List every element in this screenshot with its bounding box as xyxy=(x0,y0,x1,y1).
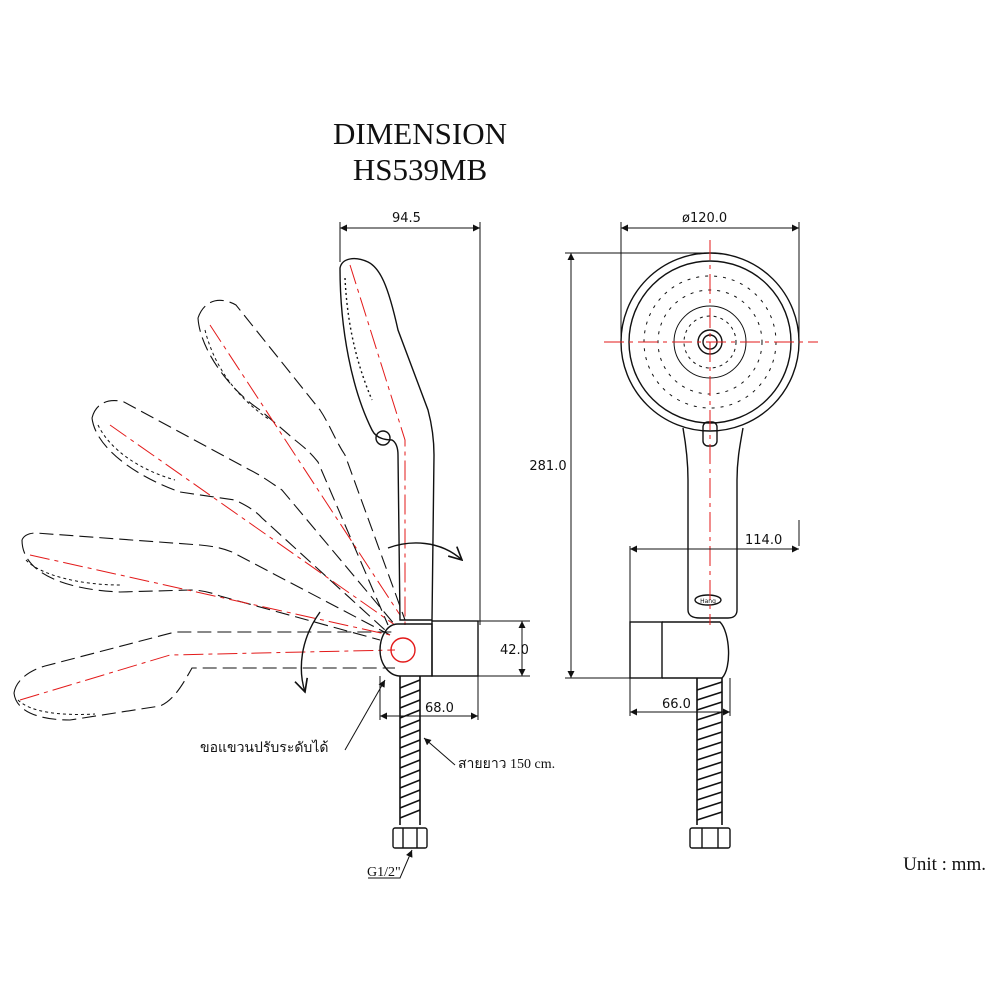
front-hose xyxy=(696,678,723,825)
side-view xyxy=(13,257,479,849)
front-handle xyxy=(682,427,744,619)
label-thread: G1/2" xyxy=(367,865,401,880)
side-nozzle-face xyxy=(344,277,373,401)
unit-label: Unit : mm. xyxy=(903,854,986,875)
page-title: DIMENSION xyxy=(333,116,507,151)
side-dimensions xyxy=(339,222,530,879)
rotation-arrow-down xyxy=(301,611,321,692)
front-bracket-body xyxy=(662,621,730,679)
ghost-center-lines xyxy=(19,264,406,701)
dim-bracket-depth-side: 68.0 xyxy=(425,701,454,716)
dim-handle-to-wall: 114.0 xyxy=(745,533,782,548)
rotation-ghosts xyxy=(13,299,406,721)
front-hose-nut xyxy=(689,827,731,849)
rotation-arrow-up xyxy=(387,542,462,560)
dim-total-length: 281.0 xyxy=(529,459,566,474)
side-hose xyxy=(399,676,421,825)
dim-side-width: 94.5 xyxy=(392,211,421,226)
brand-mark: Hang xyxy=(700,598,716,605)
dim-head-diameter: ø120.0 xyxy=(682,211,727,226)
brand-badge xyxy=(694,594,722,606)
label-adjustable-bracket: ขอแขวนปรับระดับได้ xyxy=(200,739,328,756)
front-dimensions xyxy=(565,222,800,716)
model-number: HS539MB xyxy=(352,152,488,187)
dim-bracket-width-front: 66.0 xyxy=(662,697,691,712)
side-bracket-pivot xyxy=(390,637,416,663)
label-hose-length: สายยาว 150 cm. xyxy=(458,757,555,772)
side-button xyxy=(375,430,391,446)
side-bracket-block xyxy=(431,620,479,677)
side-hose-nut xyxy=(392,827,428,849)
front-center-lines xyxy=(604,240,818,625)
side-handle xyxy=(339,257,435,621)
dim-bracket-height: 42.0 xyxy=(500,643,529,658)
ghost-nozzle-faces xyxy=(17,329,271,715)
front-bracket-block xyxy=(629,621,663,679)
